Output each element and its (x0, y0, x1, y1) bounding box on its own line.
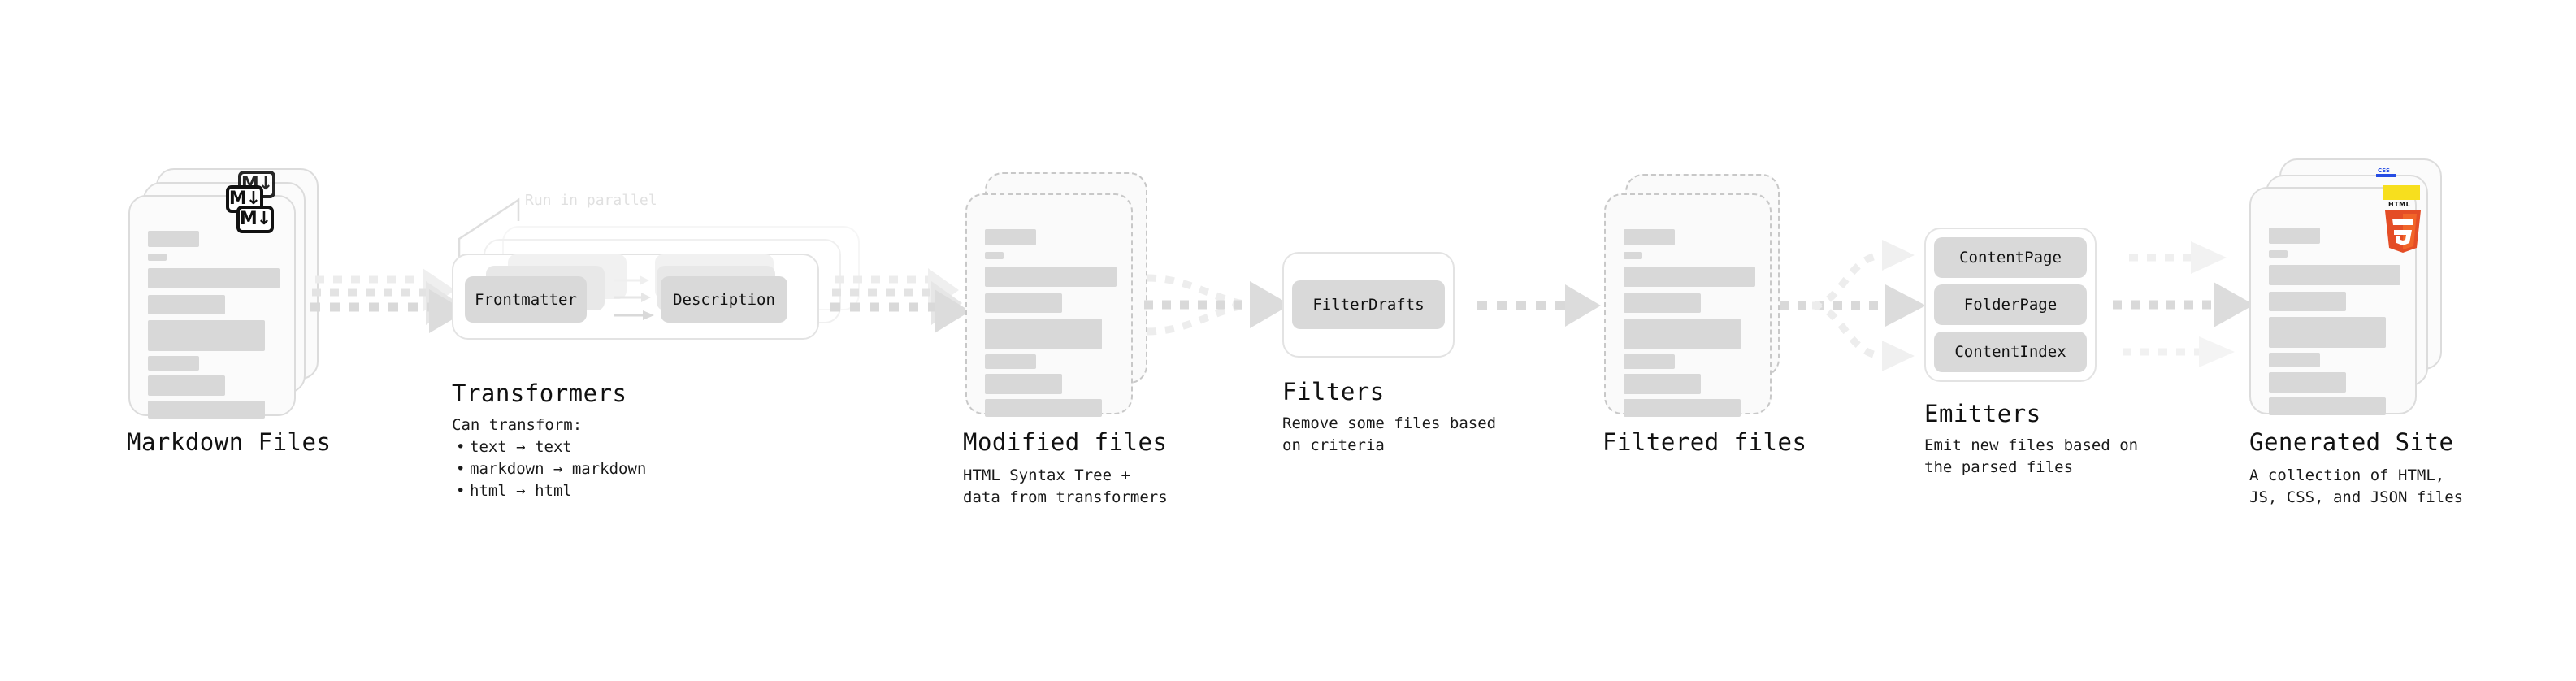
chip-contentindex-label: ContentIndex (1954, 343, 2066, 361)
chip-folderpage[interactable]: FolderPage (1934, 284, 2087, 325)
modified-files-title: Modified files (963, 428, 1168, 456)
chip-filterdrafts[interactable]: FilterDrafts (1292, 280, 1445, 329)
transformers-caption-item-1: markdown → markdown (456, 458, 720, 480)
modified-files-caption: HTML Syntax Tree + data from transformer… (963, 466, 1168, 506)
document-content-placeholder (967, 195, 1131, 417)
javascript-icon (2383, 185, 2420, 200)
generated-file-front (2249, 187, 2417, 415)
arrow-filtered-to-emitters (1780, 240, 1926, 371)
transformers-caption-item-2: html → html (456, 480, 720, 502)
document-content-placeholder (1606, 195, 1770, 417)
filters-caption: Remove some files based on criteria (1282, 414, 1497, 454)
chip-folderpage-label: FolderPage (1963, 296, 2058, 314)
generated-site-title: Generated Site (2249, 428, 2454, 456)
chip-contentindex[interactable]: ContentIndex (1934, 332, 2087, 372)
markdown-icon: M↓ (236, 206, 274, 233)
modified-file-front (965, 193, 1133, 417)
arrow-markdown-to-transformers (310, 268, 466, 333)
transformers-caption-list: text → text markdown → markdown html → h… (452, 436, 720, 502)
chip-description[interactable]: Description (661, 276, 787, 323)
transformers-caption-item-0: text → text (456, 436, 720, 458)
markdown-icon-label: M↓ (239, 209, 271, 229)
generated-site-caption: A collection of HTML, JS, CSS, and JSON … (2249, 466, 2464, 506)
filtered-file-front (1604, 193, 1772, 417)
markdown-file-front (128, 195, 296, 419)
chip-filterdrafts-label: FilterDrafts (1312, 296, 1425, 314)
chip-frontmatter-label: Frontmatter (475, 290, 577, 309)
transformers-caption: Can transform: text → text markdown → ma… (452, 414, 720, 502)
run-in-parallel-label: Run in parallel (525, 192, 657, 209)
chip-frontmatter[interactable]: Frontmatter (465, 276, 587, 323)
emitters-caption: Emit new files based on the parsed files (1924, 436, 2139, 476)
filtered-files-title: Filtered files (1602, 428, 1807, 456)
document-content-placeholder (130, 197, 294, 419)
document-content-placeholder (2251, 189, 2415, 415)
transformers-title: Transformers (452, 380, 627, 407)
arrow-filters-to-filtered (1477, 284, 1601, 327)
markdown-icon-label-middle: M↓ (228, 189, 261, 209)
transformers-caption-heading: Can transform: (452, 416, 583, 434)
chip-contentpage-label: ContentPage (1959, 249, 2062, 267)
emitters-title: Emitters (1924, 400, 2041, 427)
chip-description-label: Description (673, 290, 775, 309)
filters-title: Filters (1282, 378, 1385, 406)
chip-contentpage[interactable]: ContentPage (1934, 237, 2087, 278)
markdown-files-title: Markdown Files (127, 428, 332, 456)
